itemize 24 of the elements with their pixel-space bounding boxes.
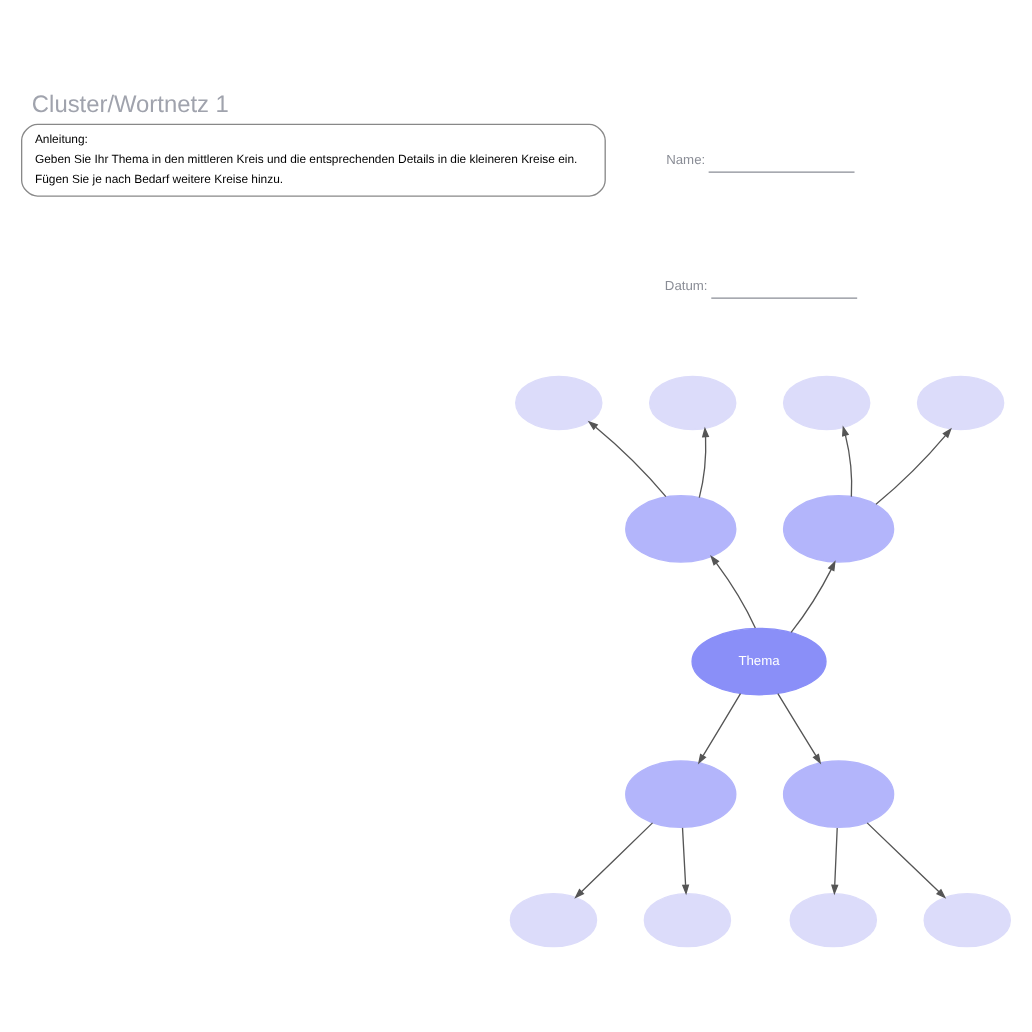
arrow [790,559,836,632]
node-ellipse [789,892,878,947]
arrow [842,424,853,497]
node-ellipse [916,374,1005,430]
arrow [831,826,839,895]
node-ellipse [782,374,871,430]
arrow [710,553,756,628]
node-ellipse [648,374,737,430]
arrow [587,419,667,497]
arrow [574,821,654,898]
node-ellipse [923,892,1011,947]
arrow [681,826,690,895]
arrow [777,692,822,764]
node-ellipse [643,892,732,947]
node-ellipse [782,759,895,827]
arrow [866,821,947,898]
node-ellipse [625,759,737,827]
arrow [697,692,742,764]
diagram-title: Cluster/Wortnetz 1 [31,88,229,117]
arrow [698,425,710,498]
node-ellipse [625,494,737,562]
node-ellipse [782,494,895,562]
node-ellipse [509,892,598,947]
arrow [875,426,952,505]
